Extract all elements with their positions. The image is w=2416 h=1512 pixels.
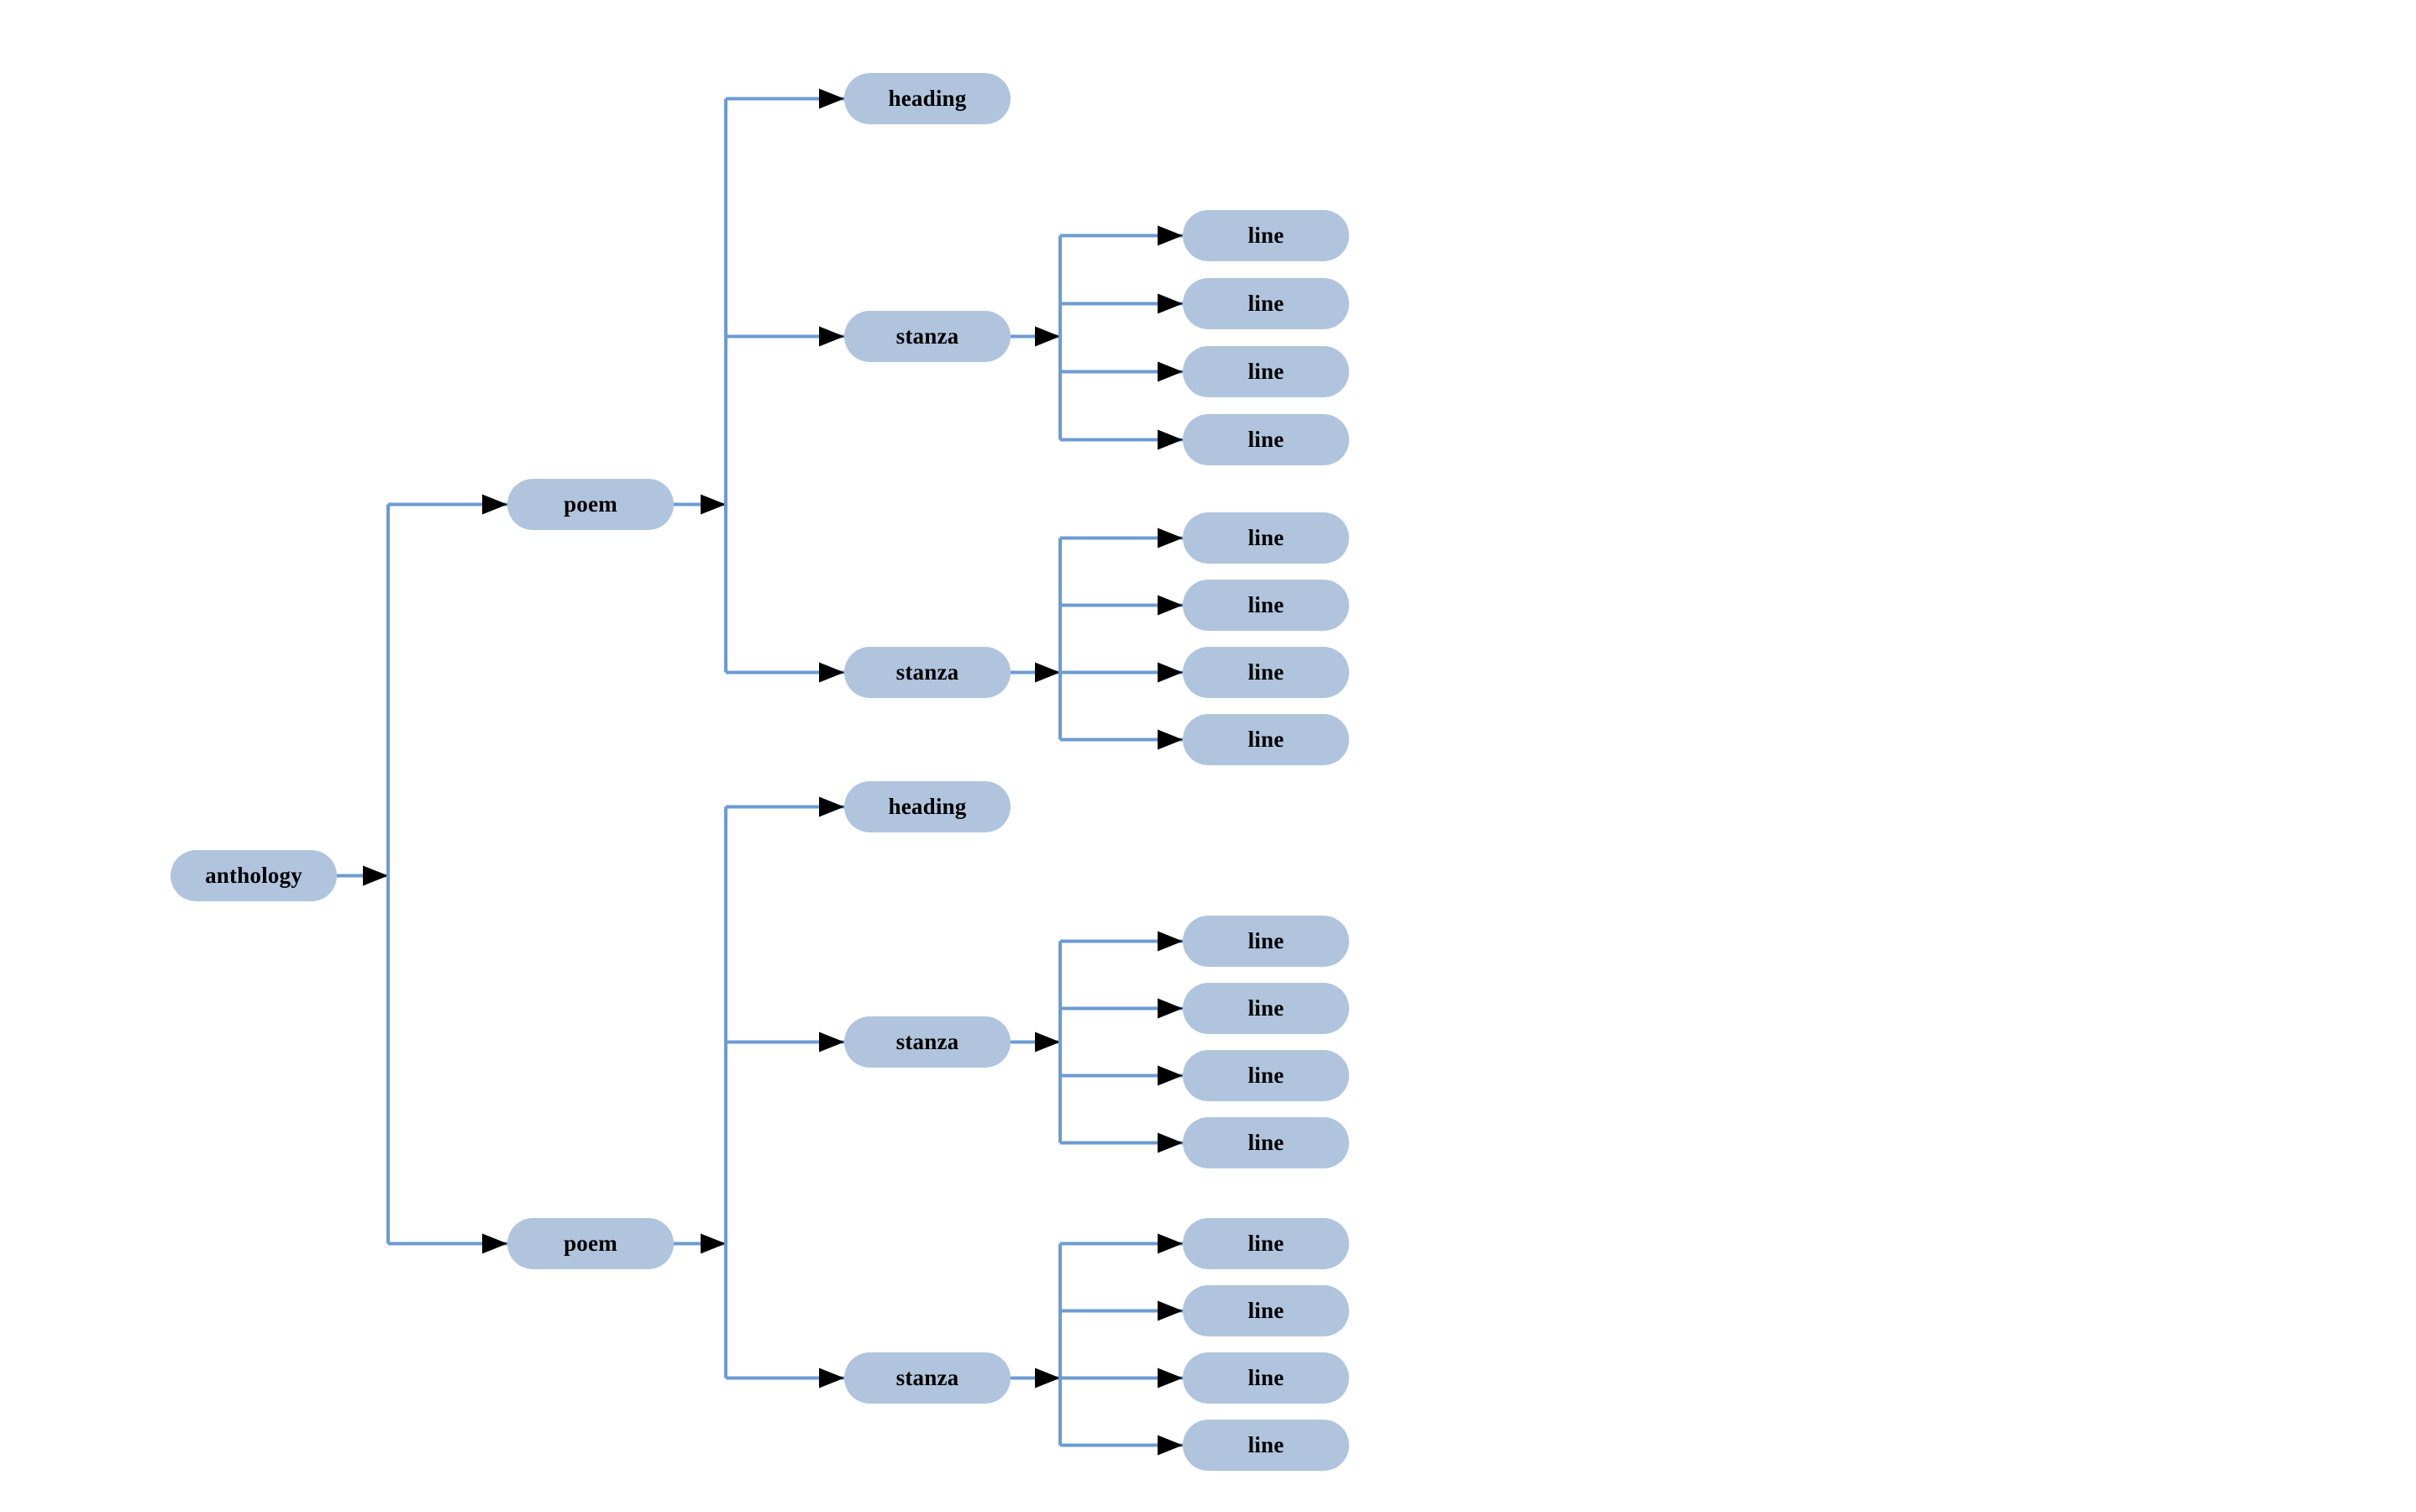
node-label: line xyxy=(1247,223,1284,248)
edge-arrowhead-icon xyxy=(1158,662,1183,683)
edge-arrowhead-icon xyxy=(1158,528,1183,549)
node-label: line xyxy=(1247,1432,1284,1457)
node-stanza[interactable]: stanza xyxy=(844,311,1011,362)
node-label: line xyxy=(1247,928,1284,953)
edge-arrowhead-icon xyxy=(1158,361,1183,382)
node-line[interactable]: line xyxy=(1183,714,1349,765)
node-line[interactable]: line xyxy=(1183,647,1349,698)
node-label: stanza xyxy=(895,1365,959,1390)
node-label: line xyxy=(1247,592,1284,617)
node-label: line xyxy=(1247,427,1284,452)
node-label: line xyxy=(1247,727,1284,752)
edge-arrowhead-icon xyxy=(1035,1368,1060,1389)
node-heading[interactable]: heading xyxy=(844,781,1011,832)
node-label: line xyxy=(1247,525,1284,550)
node-label: line xyxy=(1247,291,1284,316)
node-line[interactable]: line xyxy=(1183,278,1349,329)
node-line[interactable]: line xyxy=(1183,210,1349,261)
node-label: anthology xyxy=(205,863,302,888)
node-stanza[interactable]: stanza xyxy=(844,1016,1011,1068)
node-line[interactable]: line xyxy=(1183,346,1349,397)
edge-arrowhead-icon xyxy=(1158,931,1183,952)
node-label: stanza xyxy=(895,1029,959,1054)
node-label: line xyxy=(1247,1365,1284,1390)
node-stanza[interactable]: stanza xyxy=(844,1352,1011,1404)
edge-arrowhead-icon xyxy=(819,326,844,347)
edge-arrowhead-icon xyxy=(701,494,726,515)
node-stanza[interactable]: stanza xyxy=(844,647,1011,698)
edge-arrowhead-icon xyxy=(1035,1032,1060,1053)
node-line[interactable]: line xyxy=(1183,414,1349,465)
node-line[interactable]: line xyxy=(1183,1285,1349,1336)
edge-arrowhead-icon xyxy=(1158,1300,1183,1321)
node-line[interactable]: line xyxy=(1183,512,1349,564)
edge-arrowhead-icon xyxy=(819,88,844,109)
node-label: line xyxy=(1247,1298,1284,1323)
node-poem[interactable]: poem xyxy=(507,479,674,530)
node-line[interactable]: line xyxy=(1183,580,1349,631)
node-label: poem xyxy=(564,1231,617,1256)
node-label: poem xyxy=(564,491,617,517)
edge-arrowhead-icon xyxy=(1158,293,1183,314)
edge-arrowhead-icon xyxy=(1158,998,1183,1019)
node-anthology[interactable]: anthology xyxy=(171,850,337,901)
edge-arrowhead-icon xyxy=(819,796,844,817)
node-label: line xyxy=(1247,1063,1284,1088)
edge-arrowhead-icon xyxy=(1158,429,1183,450)
node-label: heading xyxy=(888,794,967,819)
node-label: stanza xyxy=(895,659,959,685)
node-line[interactable]: line xyxy=(1183,983,1349,1034)
edge-arrowhead-icon xyxy=(1158,729,1183,750)
edge-arrowhead-icon xyxy=(1158,1065,1183,1086)
node-line[interactable]: line xyxy=(1183,1117,1349,1168)
node-heading[interactable]: heading xyxy=(844,73,1011,124)
node-line[interactable]: line xyxy=(1183,916,1349,967)
node-label: line xyxy=(1247,659,1284,685)
edge-arrowhead-icon xyxy=(482,1233,507,1254)
edge-arrowhead-icon xyxy=(482,494,507,515)
edge-arrowhead-icon xyxy=(1158,595,1183,616)
node-label: line xyxy=(1247,359,1284,384)
node-label: line xyxy=(1247,1130,1284,1155)
edge-arrowhead-icon xyxy=(363,865,388,886)
edge-arrowhead-icon xyxy=(1035,326,1060,347)
edge-arrowhead-icon xyxy=(1158,1233,1183,1254)
node-label: line xyxy=(1247,995,1284,1021)
edge-arrowhead-icon xyxy=(819,1368,844,1389)
edge-arrowhead-icon xyxy=(1158,1132,1183,1153)
edge-arrowhead-icon xyxy=(701,1233,726,1254)
edge-arrowhead-icon xyxy=(1035,662,1060,683)
edge-arrowhead-icon xyxy=(819,662,844,683)
node-poem[interactable]: poem xyxy=(507,1218,674,1269)
node-line[interactable]: line xyxy=(1183,1050,1349,1101)
node-label: stanza xyxy=(895,323,959,349)
node-line[interactable]: line xyxy=(1183,1218,1349,1269)
edge-arrowhead-icon xyxy=(1158,225,1183,246)
node-line[interactable]: line xyxy=(1183,1352,1349,1404)
edge-arrowhead-icon xyxy=(1158,1368,1183,1389)
edge-arrowhead-icon xyxy=(1158,1435,1183,1456)
node-label: heading xyxy=(888,86,967,111)
edge-arrowhead-icon xyxy=(819,1032,844,1053)
node-label: line xyxy=(1247,1231,1284,1256)
node-line[interactable]: line xyxy=(1183,1420,1349,1471)
